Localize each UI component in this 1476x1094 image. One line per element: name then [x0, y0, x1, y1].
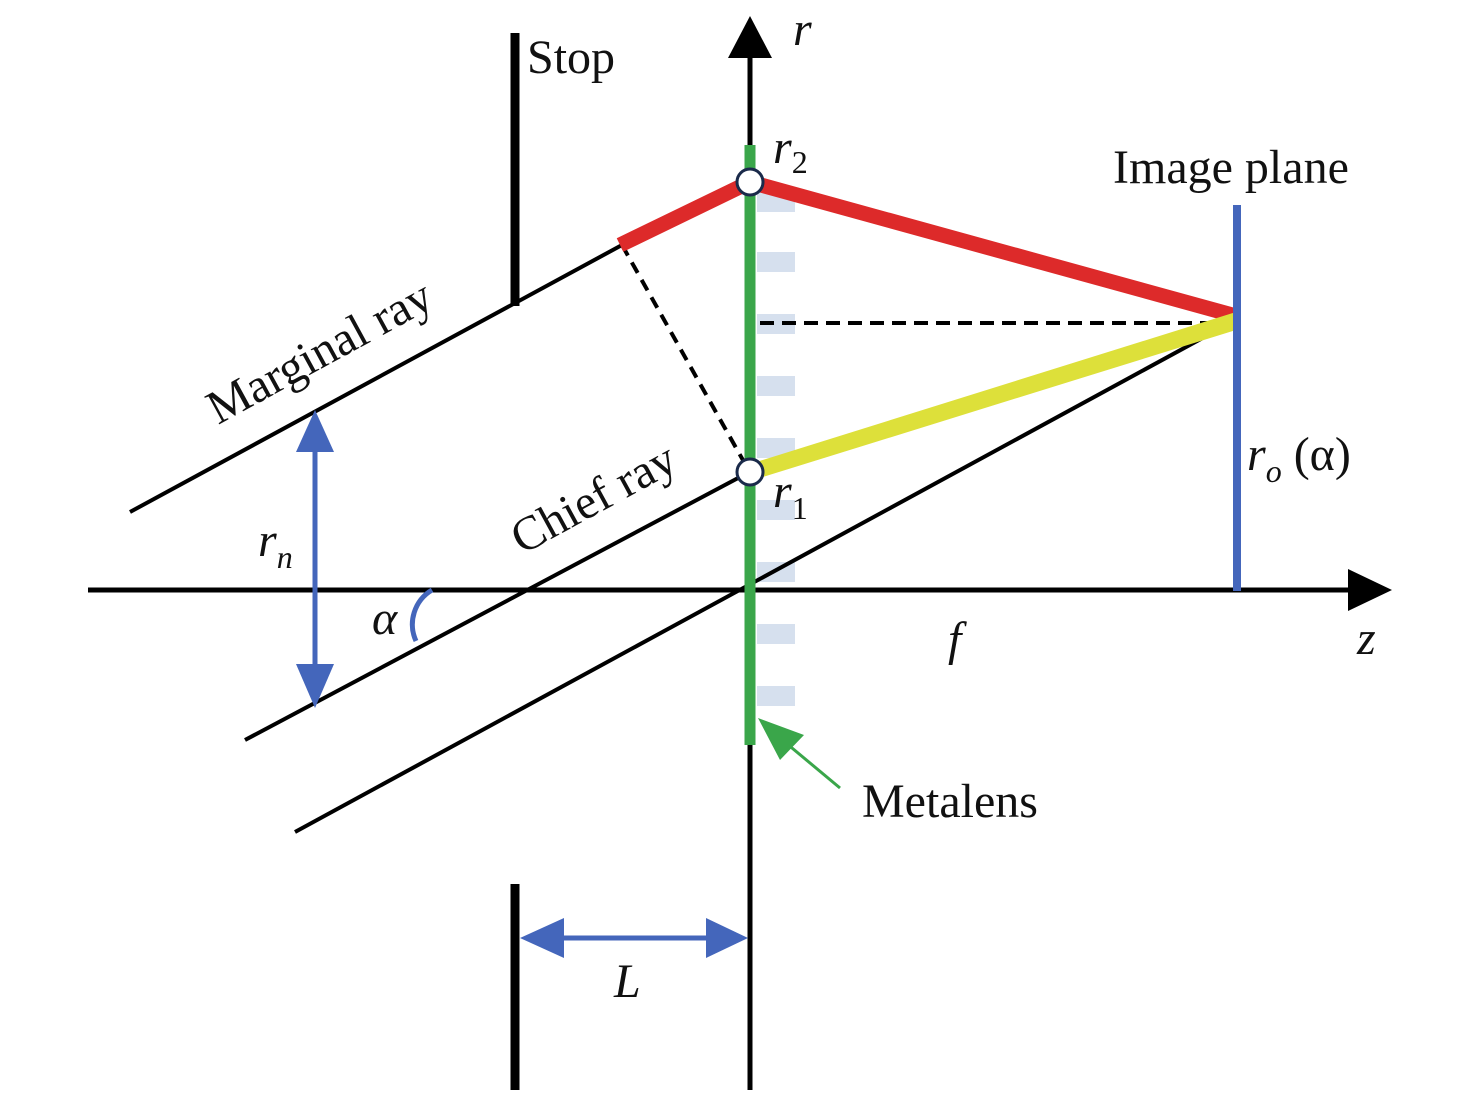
- image-plane-label: Image plane: [1113, 141, 1349, 194]
- focal-length-label: f: [948, 613, 967, 666]
- wavefront-dashed-line: [620, 244, 746, 463]
- chief-ray-label: Chief ray: [502, 432, 685, 565]
- rn-dimension-arrow: [296, 410, 334, 708]
- metalens-label: Metalens: [862, 775, 1038, 828]
- axial-chief-ray: [294, 320, 1233, 834]
- ro-alpha-label: ro (α): [1247, 428, 1351, 489]
- L-label: L: [613, 955, 641, 1008]
- metalens-pointer-arrow: [758, 718, 841, 790]
- phase-profile-dashes: [757, 192, 795, 706]
- chief-ray: [244, 475, 741, 742]
- chief-ray-focus-segment: [750, 312, 1236, 481]
- alpha-angle-arc: [409, 587, 434, 643]
- r-axis-label: r: [793, 3, 812, 56]
- z-axis-arrowhead: [1348, 569, 1392, 611]
- r2-label: r2: [773, 121, 808, 180]
- point-r1: [735, 457, 765, 487]
- alpha-label: α: [372, 592, 398, 645]
- rn-label: rn: [258, 514, 293, 575]
- stop-label: Stop: [527, 31, 615, 84]
- L-dimension-arrow: [520, 918, 748, 958]
- marginal-ray: [129, 243, 623, 514]
- point-r2: [735, 167, 765, 197]
- marginal-ray-focus-segment: [616, 174, 1238, 324]
- r1-label: r1: [773, 465, 808, 526]
- r-axis-arrowhead: [728, 16, 772, 58]
- z-axis-label: z: [1356, 612, 1376, 665]
